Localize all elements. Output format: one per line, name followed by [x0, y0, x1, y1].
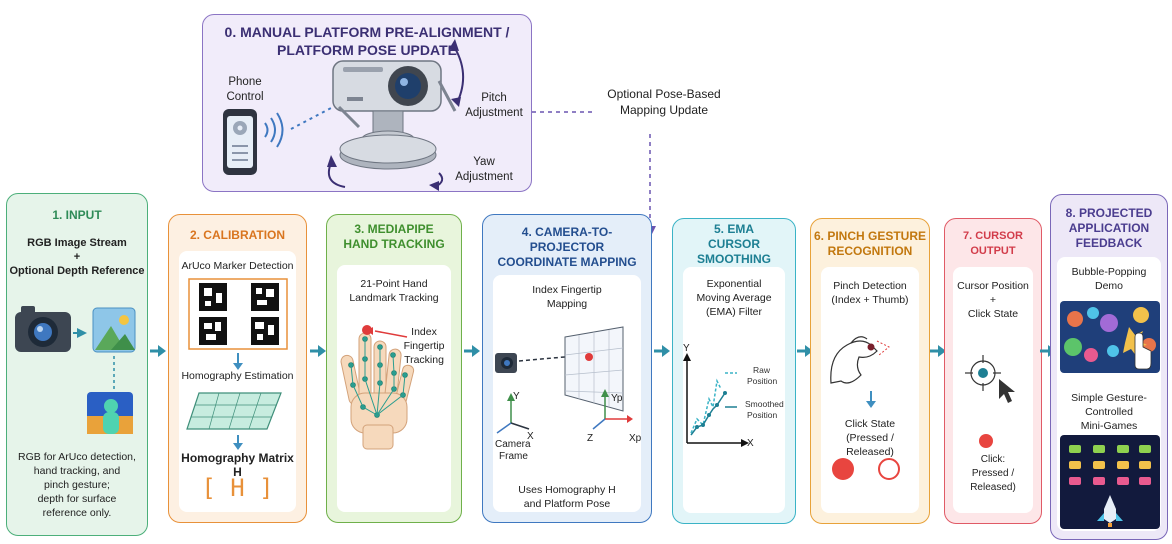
flow-arrow — [797, 345, 813, 357]
spaceship-icon — [1104, 495, 1116, 523]
camera-frame-label-2: Frame — [499, 451, 528, 462]
aruco-label: ArUco Marker Detection — [181, 260, 294, 272]
calibration-illustration — [186, 278, 288, 450]
matrix-symbol: [ H ] — [201, 474, 274, 502]
camera-axis-x-label: X — [527, 431, 534, 442]
flow-arrow — [464, 345, 480, 357]
pinch-contact-point — [867, 343, 875, 351]
pointing-hand-icon — [1134, 332, 1152, 370]
pre-alignment-title: 0. MANUAL PLATFORM PRE-ALIGNMENT / PLATF… — [224, 24, 510, 58]
bubble-game-screenshot — [1060, 301, 1160, 373]
pitch-arrow-icon — [452, 44, 464, 104]
projector-axis-z-label: Z — [587, 433, 593, 444]
cursor-body: Cursor Position+Click State Click:Presse… — [953, 267, 1033, 513]
depth-image-icon — [87, 392, 133, 434]
camera-frame-label-1: Camera — [495, 439, 531, 450]
flow-arrow — [930, 345, 946, 357]
camera-axis-y-label: Y — [513, 391, 520, 402]
phone-icon — [223, 109, 257, 175]
projector-icon — [332, 60, 457, 170]
projector-axis-y-label: Yp — [611, 393, 623, 404]
mini-games-screenshot — [1060, 435, 1160, 529]
flow-arrow — [310, 345, 326, 357]
flow-arrow — [150, 345, 166, 357]
homography-matrix-label: Homography Matrix H — [181, 451, 294, 479]
pinch-illustration — [830, 336, 900, 480]
ema-axis-x-label: X — [747, 438, 754, 449]
flow-arrow — [654, 345, 670, 357]
projector-axis-x-label: Xp — [629, 433, 642, 444]
raw-label-1: Raw — [753, 365, 771, 375]
aruco-marker-icon — [199, 283, 279, 345]
projection-grid-icon — [564, 326, 624, 412]
input-description: RGB for ArUco detection, hand tracking, … — [18, 451, 136, 519]
cursor-description: Cursor Position+Click State — [957, 280, 1029, 320]
camera-icon — [15, 306, 71, 352]
camera-icon — [495, 353, 517, 373]
pressed-indicator — [832, 458, 854, 480]
click-state-label: Click State(Pressed / Released) — [844, 418, 896, 458]
input-depth-label: Optional Depth Reference — [9, 265, 145, 277]
mapping-illustration: Y X Camera Frame Yp Z Xp — [495, 326, 642, 462]
rgb-image-icon — [92, 307, 136, 353]
hand-landmarks-illustration — [340, 325, 415, 450]
pinch-hand-icon — [830, 336, 878, 384]
calibration-title: 2. CALIBRATION — [189, 227, 286, 242]
homography-estimation-label: Homography Estimation — [181, 370, 294, 382]
stage-input: 1. INPUT RGB Image Stream + Optional Dep… — [6, 193, 148, 536]
input-rgb-label: RGB Image Stream — [27, 237, 127, 249]
pre-alignment-panel: 0. MANUAL PLATFORM PRE-ALIGNMENT / PLATF… — [202, 14, 532, 192]
crosshair-icon — [965, 355, 1001, 391]
feedback-illustration — [1060, 301, 1160, 529]
homography-plane-icon — [186, 392, 282, 430]
input-title: 1. INPUT — [52, 207, 102, 222]
wireless-signal-icon — [264, 112, 284, 148]
ema-chart-illustration: Y X Raw Position Smoothed Position — [683, 343, 784, 449]
input-plus-label: + — [73, 251, 81, 263]
click-indicator — [979, 434, 993, 448]
projector-illustration — [223, 39, 464, 191]
ema-axis-y-label: Y — [683, 343, 690, 354]
smoothed-label-1: Smoothed — [745, 399, 784, 409]
pinch-detection-label: Pinch Detection(Index + Thumb) — [831, 280, 909, 306]
released-indicator — [878, 458, 900, 480]
raw-label-2: Position — [747, 376, 778, 386]
smoothed-label-2: Position — [747, 410, 778, 420]
input-illustration — [15, 306, 136, 434]
raw-position-line — [690, 378, 722, 434]
cursor-illustration — [965, 355, 1015, 448]
stage-cursor: 7. CURSOR OUTPUT Cursor Position+Click S… — [944, 218, 1042, 524]
pointer-icon — [999, 379, 1015, 403]
stage-calibration: 2. CALIBRATION ArUco Marker Detection Ho… — [168, 214, 307, 523]
cursor-title: 7. CURSOR OUTPUT — [963, 230, 1023, 257]
click-output-label: Click:Pressed / Released) — [970, 454, 1016, 493]
